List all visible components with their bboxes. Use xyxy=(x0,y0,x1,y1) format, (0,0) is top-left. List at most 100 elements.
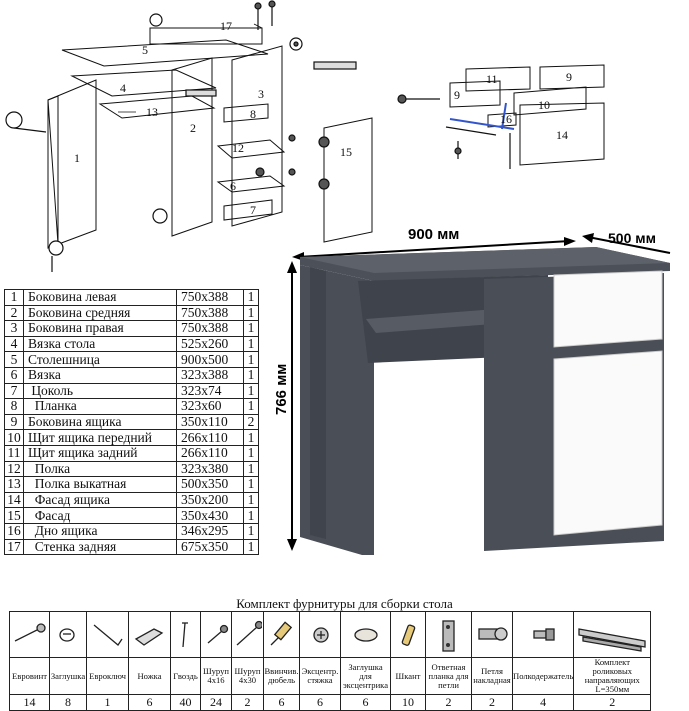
height-label: 766 мм xyxy=(273,364,290,415)
part-name: Полка xyxy=(23,460,177,478)
cam-lock-icon xyxy=(313,626,329,643)
hardware-title: Комплект фурнитуры для сборки стола xyxy=(236,596,453,611)
part-name: Боковина правая xyxy=(23,320,177,337)
part-qty: 1 xyxy=(243,538,259,556)
part-number: 5 xyxy=(4,351,24,368)
width-label: 900 мм xyxy=(408,226,459,243)
part-number: 7 xyxy=(4,382,24,400)
part-name: Боковина ящика xyxy=(23,413,177,431)
part-size: 323x60 xyxy=(176,398,244,415)
nail-icon xyxy=(182,621,188,647)
hardware-count: 6 xyxy=(263,694,300,711)
part-number: 10 xyxy=(4,429,24,446)
hardware-count: 24 xyxy=(200,694,232,711)
part-number: 15 xyxy=(4,507,24,524)
part-number: 6 xyxy=(4,366,24,384)
hardware-count: 2 xyxy=(471,694,513,711)
part-size: 350x430 xyxy=(176,507,244,524)
shelf-support-icon xyxy=(533,627,555,641)
screw-long-icon xyxy=(236,620,262,645)
callout-14: 14 xyxy=(556,128,568,142)
part-size: 346x295 xyxy=(176,522,244,540)
callout-16: 16 xyxy=(500,112,512,126)
hardware-label: Ответная планка для петли xyxy=(425,657,472,695)
part-number: 8 xyxy=(4,398,24,415)
hardware-label: Шуруп 4x30 xyxy=(231,657,264,695)
depth-label: 500 мм xyxy=(608,230,656,246)
hardware-label: Заглушка xyxy=(49,657,87,695)
screw-short-icon xyxy=(207,624,229,643)
part-number: 9 xyxy=(4,413,24,431)
hardware-icon-cell xyxy=(299,611,341,658)
hardware-count: 8 xyxy=(49,694,87,711)
callout-15: 15 xyxy=(340,145,352,159)
part-size: 675x350 xyxy=(176,538,244,556)
hardware-label: Ножка xyxy=(128,657,171,695)
hardware-label: Заглушка для эксцентрика xyxy=(340,657,391,695)
hardware-icon-cell xyxy=(86,611,129,658)
hardware-label: Эксцентр. стяжка xyxy=(299,657,341,695)
callout-4: 4 xyxy=(120,81,126,95)
drawer-slide-icon xyxy=(578,627,646,652)
hardware-icon-cell xyxy=(128,611,171,658)
part-size: 323x380 xyxy=(176,460,244,478)
part-size: 323x74 xyxy=(176,382,244,400)
exploded-view-diagram: 17 5 4 3 13 2 1 8 12 6 7 15 xyxy=(5,0,373,272)
callout-11: 11 xyxy=(486,72,498,86)
drawer-front xyxy=(553,270,663,348)
part-name: Столешница xyxy=(23,351,177,368)
callout-9-top: 9 xyxy=(566,70,572,84)
part-size: 900x500 xyxy=(176,351,244,368)
hardware-count: 2 xyxy=(425,694,472,711)
part-size: 750x388 xyxy=(176,304,244,322)
part-name: Планка xyxy=(23,398,177,415)
part-name: Фасад ящика xyxy=(23,491,177,509)
hardware-label: Петля накладная xyxy=(471,657,513,695)
hardware-count: 10 xyxy=(390,694,426,711)
hardware-icon-cell xyxy=(170,611,201,658)
part-name: Боковина левая xyxy=(23,289,177,306)
part-qty: 1 xyxy=(243,460,259,478)
part-number: 14 xyxy=(4,491,24,509)
drawer-diagram: 11 9 9 10 16 14 xyxy=(397,64,605,169)
hardware-icon-cell xyxy=(390,611,426,658)
wood-dowel-icon xyxy=(401,623,416,646)
callout-13: 13 xyxy=(146,105,158,119)
callout-10: 10 xyxy=(538,98,550,112)
callout-7: 7 xyxy=(250,203,256,217)
hinge-plate-icon xyxy=(442,619,455,652)
callout-3: 3 xyxy=(258,87,264,101)
part-number: 12 xyxy=(4,460,24,478)
part-number: 2 xyxy=(4,304,24,322)
hardware-label: Шкант xyxy=(390,657,426,695)
part-number: 4 xyxy=(4,335,24,353)
hex-key-icon xyxy=(93,624,123,646)
callout-9-left: 9 xyxy=(454,88,460,102)
part-name: Полка выкатная xyxy=(23,476,177,493)
part-name: Вязка xyxy=(23,366,177,384)
hardware-label: Евровинт xyxy=(9,657,50,695)
width-dimension-line xyxy=(297,240,571,258)
part-number: 1 xyxy=(4,289,24,306)
part-size: 750x388 xyxy=(176,289,244,306)
hardware-icon-cell xyxy=(573,611,652,658)
callout-12: 12 xyxy=(232,141,244,155)
part-name: Боковина средняя xyxy=(23,304,177,322)
part-number: 3 xyxy=(4,320,24,337)
part-qty: 1 xyxy=(243,335,259,353)
part-qty: 1 xyxy=(243,429,259,446)
hinge-icon xyxy=(478,626,508,641)
desk-render: 900 мм 500 мм 766 мм xyxy=(273,226,671,555)
